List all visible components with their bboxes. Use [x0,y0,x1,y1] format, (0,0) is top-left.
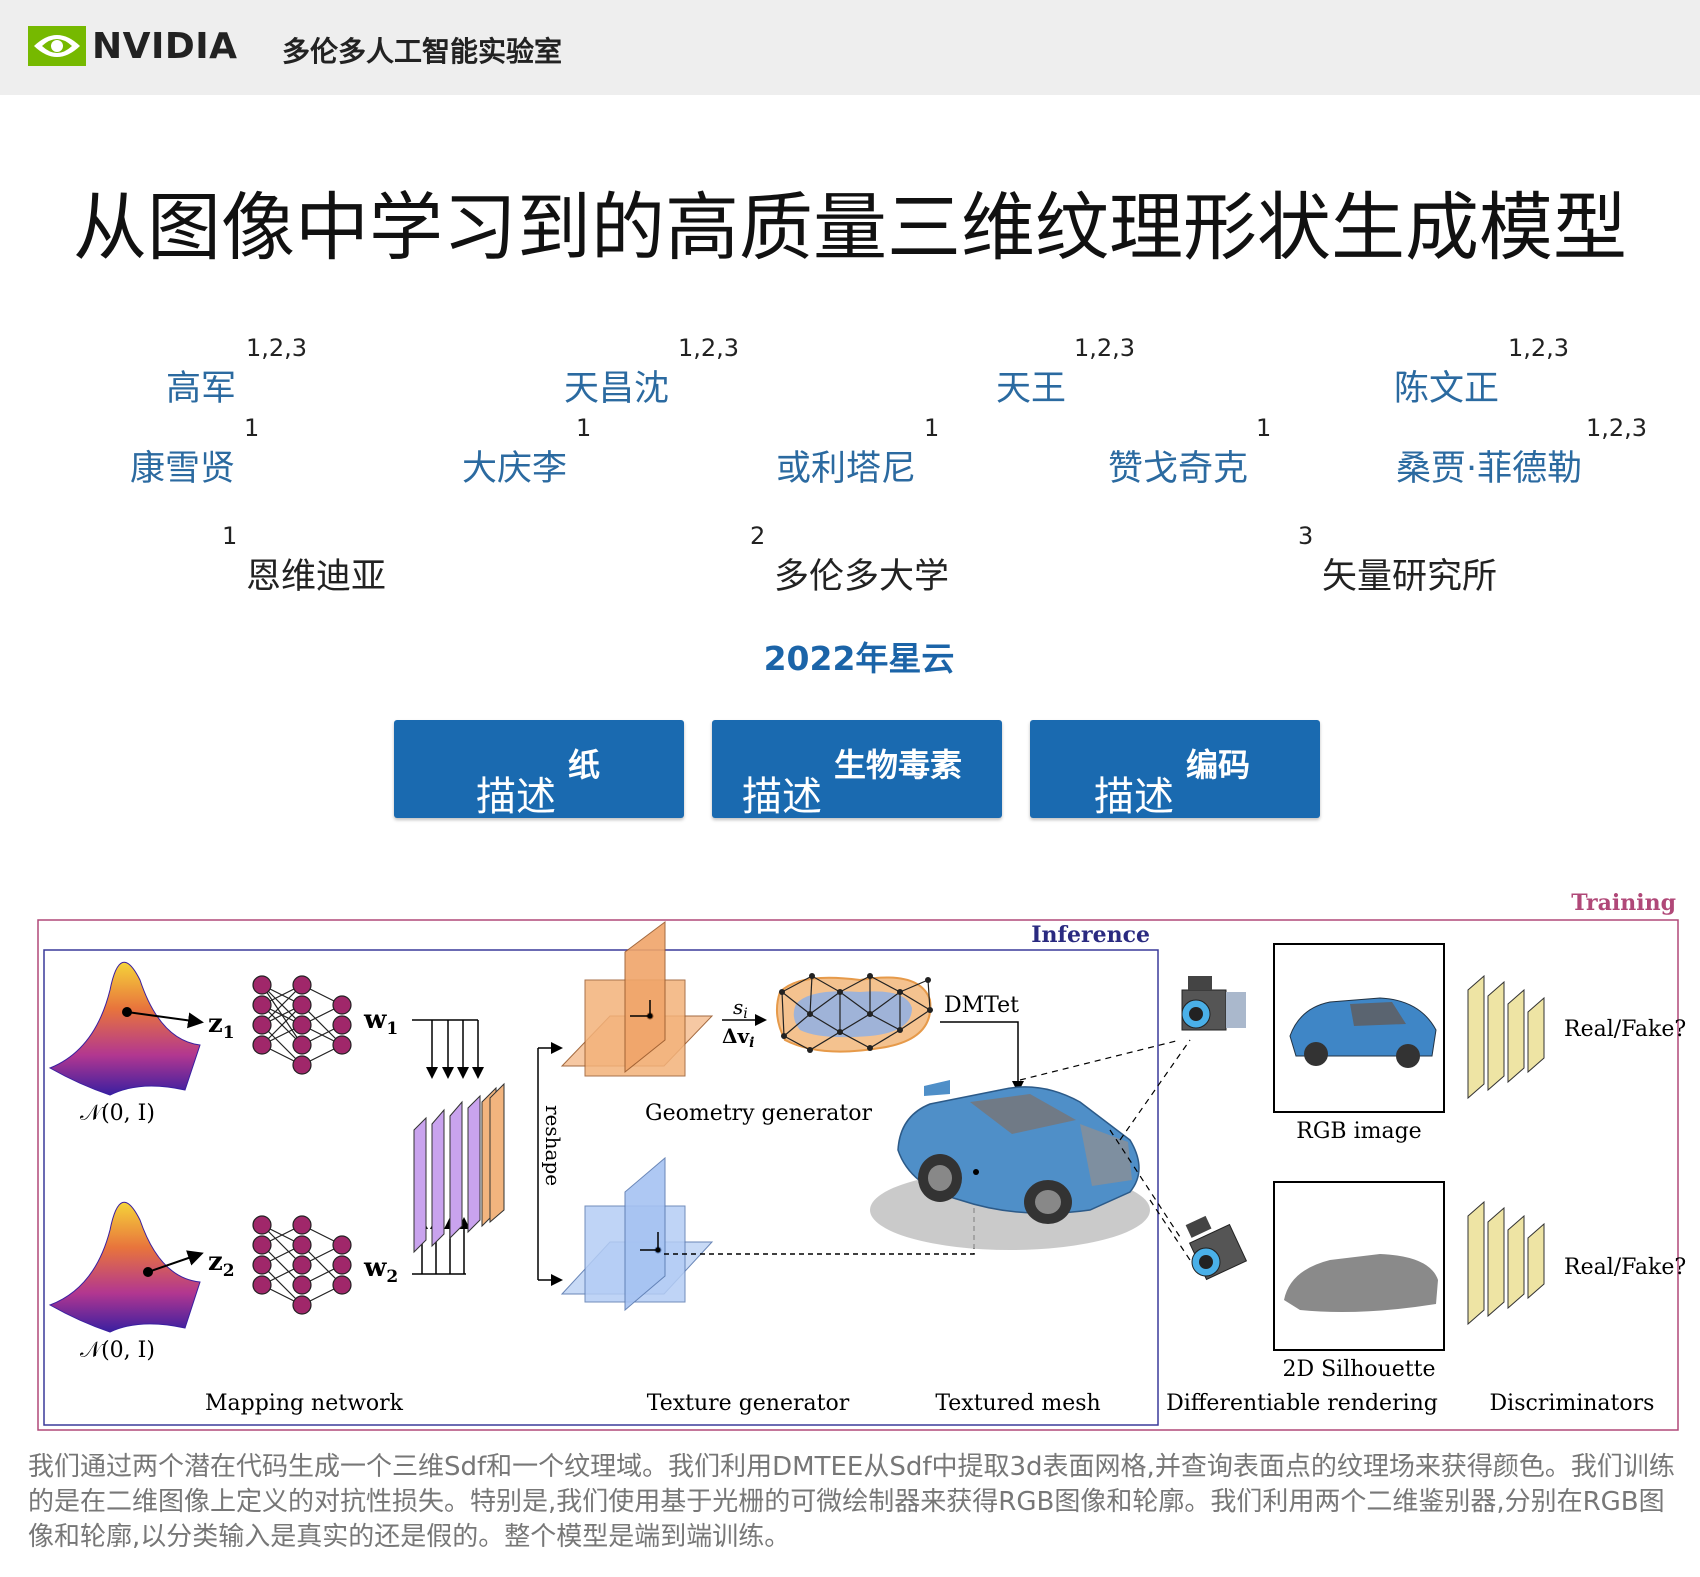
real-fake-label-2: Real/Fake? [1564,1255,1686,1280]
author-sup: 1 [576,414,592,442]
texture-triplane [560,1156,714,1312]
w2-label: w2 [363,1253,398,1287]
author-sup: 1,2,3 [1508,334,1570,362]
camera-icon [1185,1215,1248,1281]
button-label: 描述 [476,774,556,820]
affiliation: 多伦多大学 [774,557,950,597]
discriminator-1 [1467,974,1545,1100]
venue-label: 2022年星云 [763,639,955,678]
rgb-image-label: RGB image [1296,1119,1421,1144]
method-description: 我们通过两个潜在代码生成一个三维Sdf和一个纹理域。我们利用DMTEE从Sdf中… [28,1452,1675,1552]
sdf-label: si [733,995,748,1022]
author-link[interactable]: 康雪贤 [130,440,235,491]
header-bar: NVIDIA 多伦多人工智能实验室 [0,0,1700,95]
bibtex-button[interactable]: 描述 生物毒素 [712,720,1002,820]
page-title: 从图像中学习到的高质量三维纹理形状生成模型 [73,185,1627,271]
author-name: 大庆李 [462,449,568,489]
affiliation: 恩维迪亚 [246,557,387,597]
deformation-label: Δvi [722,1024,754,1051]
author-sup: 1 [244,414,260,442]
author-sup: 1 [924,414,940,442]
tet-mesh [775,973,933,1053]
author-sup: 1 [1256,414,1272,442]
discriminator-2 [1467,1200,1545,1326]
logo-text: NVIDIA [92,25,238,67]
normal-label-1: 𝒩(0, I) [80,1101,155,1126]
author-link[interactable]: 赞戈奇克 [1108,440,1248,491]
normal-label-2: 𝒩(0, I) [80,1338,155,1363]
method-figure: Training Inference z1 𝒩(0, I) z2 𝒩(0, I)… [0,880,1700,1440]
author-name: 陈文正 [1394,369,1500,409]
nvidia-logo[interactable]: NVIDIA [28,25,238,67]
author-name: 高军 [166,369,237,409]
affiliation-num: 2 [750,522,766,550]
pipeline-diagram: Training Inference z1 𝒩(0, I) z2 𝒩(0, I)… [37,890,1686,1431]
training-label: Training [1571,890,1676,916]
silhouette-car [1284,1254,1438,1312]
texture-generator-label: Texture generator [647,1391,850,1416]
affiliation-num: 3 [1298,522,1314,550]
author-link[interactable]: 大庆李 [462,440,567,491]
z1-label: z1 [208,1009,235,1043]
gaussian-surface-2 [48,1201,204,1333]
w1-label: w1 [363,1005,398,1039]
author-name: 桑贾·菲德勒 [1396,449,1583,489]
z2-label: z2 [208,1247,235,1281]
synthesis-layers [413,1082,505,1254]
button-sup: 生物毒素 [834,746,963,784]
dmtet-arrow [940,1021,1024,1093]
author-link[interactable]: 天王 [996,360,1066,411]
author-link[interactable]: 或利塔尼 [776,440,916,491]
button-label: 描述 [742,774,822,820]
reshape-label: reshape [541,1105,565,1186]
geometry-triplane [560,921,714,1077]
real-fake-label-1: Real/Fake? [1564,1017,1686,1042]
inference-box [43,949,1159,1426]
textured-car-mesh [870,1080,1150,1250]
author-name: 赞戈奇克 [1108,449,1249,489]
silhouette-label: 2D Silhouette [1282,1357,1435,1382]
author-name: 天王 [996,369,1067,409]
training-box [37,919,1679,1431]
button-sup: 纸 [568,746,601,784]
geometry-generator-label: Geometry generator [645,1101,873,1126]
author-sup: 1,2,3 [1074,334,1136,362]
reshape-bracket [537,1042,563,1286]
style-injection-arrows [412,1019,484,1275]
mlp-network-1 [252,975,352,1075]
inference-label: Inference [1031,922,1150,948]
discriminators-label: Discriminators [1490,1391,1655,1416]
author-name: 或利塔尼 [776,449,917,489]
paper-button[interactable]: 描述 纸 [394,720,684,820]
author-sup: 1,2,3 [246,334,308,362]
button-label: 描述 [1094,774,1174,820]
author-link[interactable]: 桑贾·菲德勒 [1396,440,1582,491]
affiliation: 矢量研究所 [1322,557,1498,597]
mapping-network-label: Mapping network [205,1391,404,1416]
nvidia-eye-icon [28,26,86,66]
author-sup: 1,2,3 [1586,414,1648,442]
button-sup: 编码 [1186,746,1251,784]
author-name: 天昌沈 [564,369,670,409]
author-link[interactable]: 陈文正 [1394,360,1499,411]
gaussian-surface-1 [48,961,204,1096]
author-link[interactable]: 高军 [166,360,236,411]
author-sup: 1,2,3 [678,334,740,362]
camera-projection-lines [1019,1039,1191,1261]
lab-name: 多伦多人工智能实验室 [282,35,563,68]
author-name: 康雪贤 [130,449,236,489]
rendered-rgb-car [1289,997,1437,1068]
camera-icon [1181,976,1246,1031]
textured-mesh-label: Textured mesh [935,1391,1100,1416]
code-button[interactable]: 描述 编码 [1030,720,1320,820]
author-link[interactable]: 天昌沈 [564,360,669,411]
mlp-network-2 [252,1215,352,1315]
differentiable-rendering-label: Differentiable rendering [1166,1391,1438,1416]
affiliation-num: 1 [222,522,238,550]
dmtet-label: DMTet [944,993,1019,1018]
